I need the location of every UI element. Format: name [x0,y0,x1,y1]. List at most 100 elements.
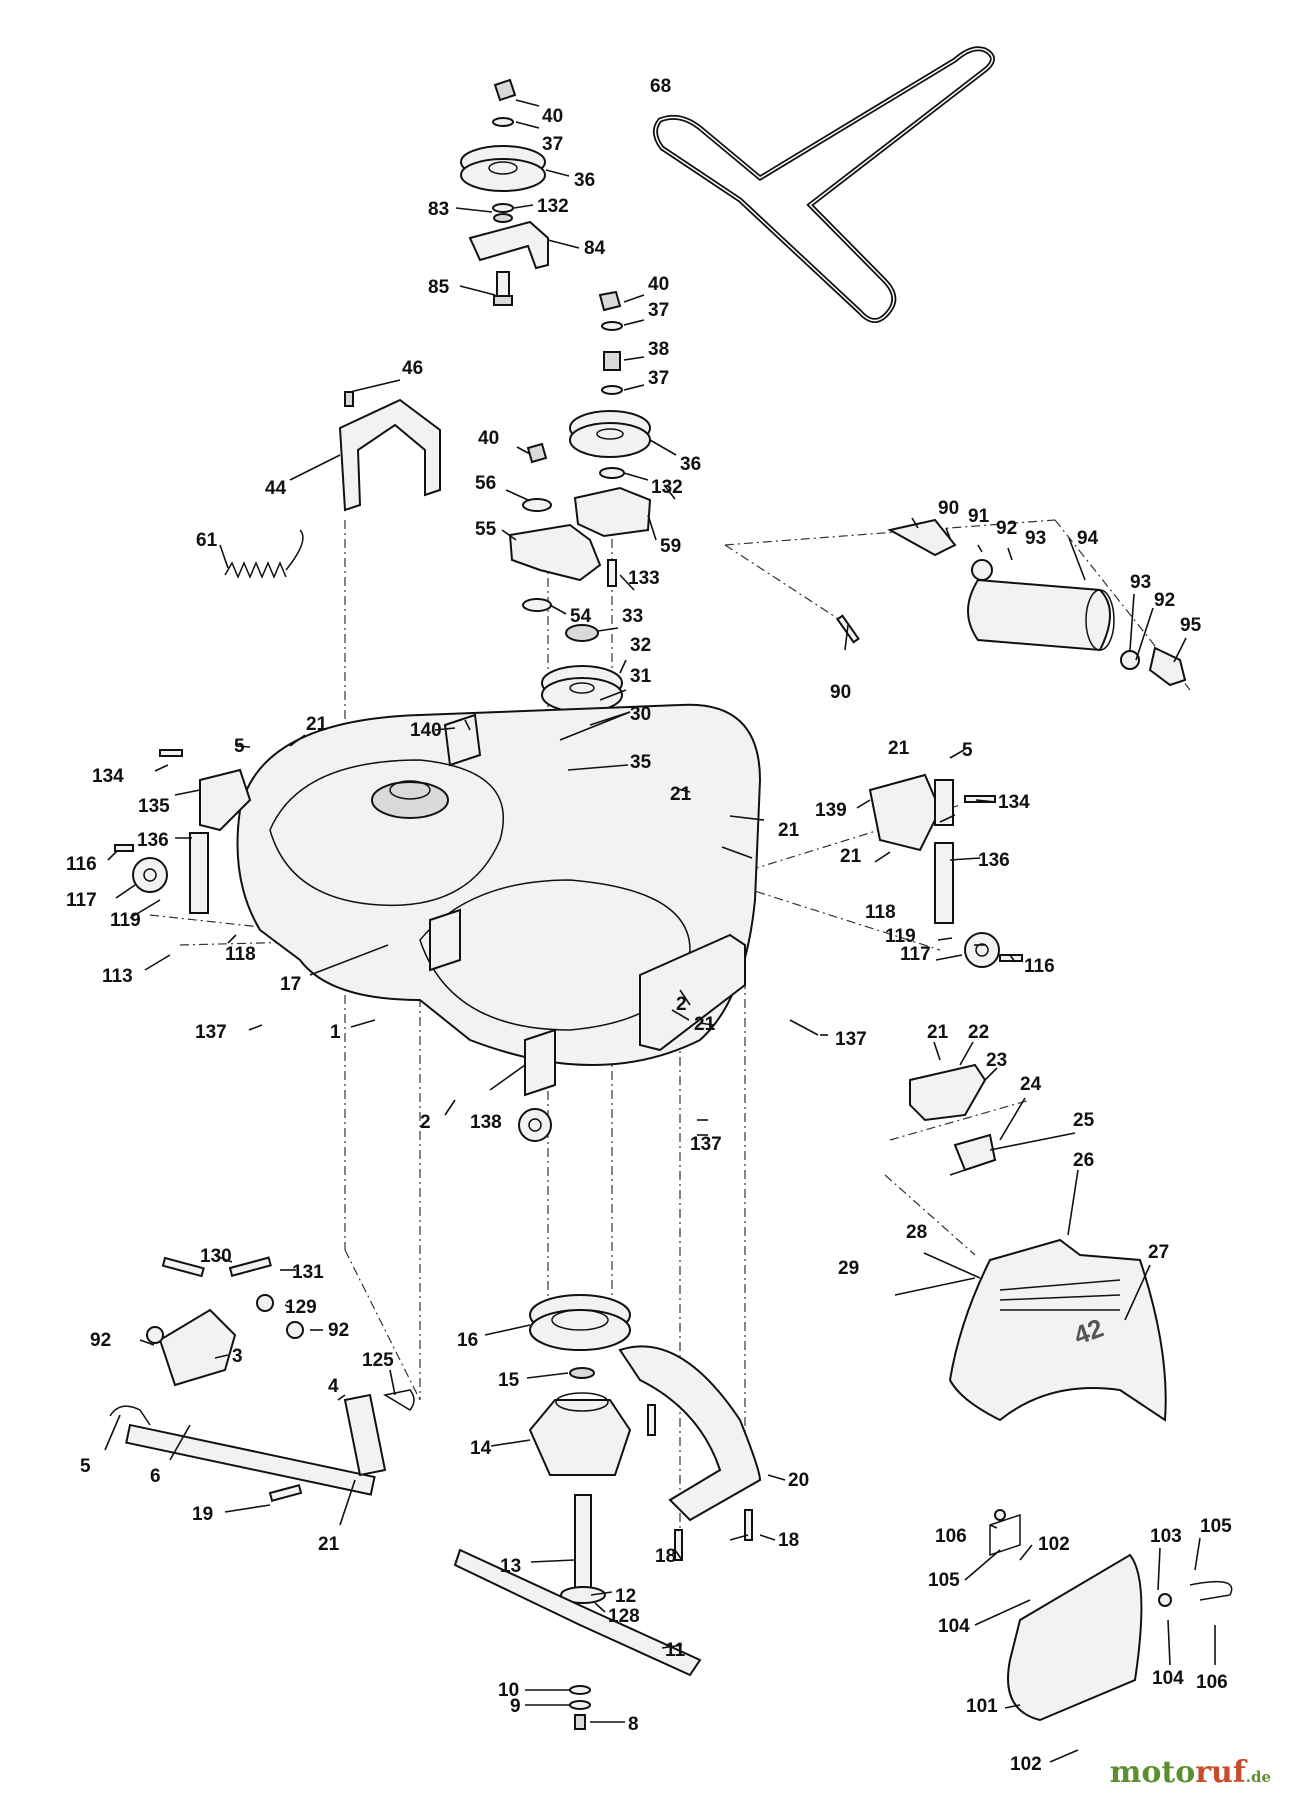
label-16: 16 [457,1330,478,1351]
label-40-mid: 40 [648,274,669,295]
label-23: 23 [986,1050,1007,1071]
label-92-bottom: 92 [1154,590,1175,611]
label-139: 139 [815,800,847,821]
label-21-deck: 21 [670,784,692,805]
lift-linkage [109,1256,415,1502]
label-119-left: 119 [110,910,141,931]
label-36-top: 36 [574,170,595,191]
spring-61 [224,529,304,579]
label-32: 32 [630,635,651,656]
label-133: 133 [628,568,660,589]
label-125: 125 [362,1350,394,1371]
drive-pulley-assembly [541,624,625,797]
label-104-right: 104 [1152,1668,1184,1689]
label-117-right: 117 [900,944,931,965]
label-2-left: 2 [420,1112,431,1133]
label-103: 103 [1150,1526,1182,1547]
label-35: 35 [630,752,652,773]
label-138: 138 [470,1112,502,1133]
mower-deck [236,703,762,1142]
label-17: 17 [280,974,301,995]
label-130: 130 [200,1246,232,1267]
label-116-left: 116 [66,854,97,875]
label-90-bottom: 90 [830,682,851,703]
label-46: 46 [402,358,423,379]
label-21-right-top: 21 [888,738,910,759]
label-59: 59 [660,536,681,557]
label-104-left: 104 [938,1616,970,1637]
label-136-right: 136 [978,850,1010,871]
idler-bracket-assembly [508,442,602,612]
label-117-left: 117 [66,890,97,911]
right-wheel-bracket [868,773,1023,968]
label-1: 1 [330,1022,341,1043]
watermark-name-a: moto [1109,1755,1196,1790]
label-24: 24 [1020,1074,1042,1095]
watermark-name-b: ruf [1195,1755,1246,1790]
label-137-left: 137 [195,1022,227,1043]
label-21-chute: 21 [927,1022,949,1043]
label-93-bottom: 93 [1130,572,1151,593]
label-18-right: 18 [778,1530,799,1551]
label-131: 131 [292,1262,324,1283]
label-40-top: 40 [542,106,563,127]
label-56: 56 [475,473,496,494]
label-105-left: 105 [928,1570,960,1591]
label-8: 8 [628,1714,639,1735]
label-134-right: 134 [998,792,1030,813]
label-135: 135 [138,796,170,817]
label-28: 28 [906,1222,927,1243]
belt-shield [338,391,441,512]
label-10: 10 [498,1680,519,1701]
label-116-right: 116 [1024,956,1055,977]
label-9: 9 [510,1696,521,1717]
label-21-deck2: 21 [778,820,800,841]
label-113: 113 [102,966,133,987]
label-128: 128 [608,1606,640,1627]
label-22: 22 [968,1022,989,1043]
label-4: 4 [328,1376,339,1397]
label-26: 26 [1073,1150,1094,1171]
label-102-top: 102 [1038,1534,1070,1555]
label-68: 68 [650,76,671,97]
center-idler-assembly [569,290,652,587]
label-92-top: 92 [996,518,1017,539]
label-132-mid: 132 [651,477,683,498]
leader-lines [104,99,1216,1763]
label-83: 83 [428,199,449,220]
mower-belt [653,46,995,323]
label-27: 27 [1148,1242,1169,1263]
label-20: 20 [788,1470,809,1491]
label-31: 31 [630,666,652,687]
blade-assembly [453,1294,702,1730]
label-95: 95 [1180,615,1202,636]
label-15: 15 [498,1370,520,1391]
label-5-right: 5 [962,740,973,761]
label-90-top: 90 [938,498,959,519]
label-38: 38 [648,339,669,360]
label-136-left: 136 [137,830,169,851]
label-18-left: 18 [655,1546,676,1567]
label-5-left: 5 [234,736,245,757]
top-idler-assembly [460,78,549,306]
baffle [618,1345,762,1561]
label-132-top: 132 [537,196,569,217]
label-106-top: 106 [935,1526,967,1547]
label-44: 44 [265,478,287,499]
label-37-mid: 37 [648,300,669,321]
watermark-logo: motoruf.de [1110,1755,1271,1790]
label-118-left: 118 [225,944,256,965]
label-94: 94 [1077,528,1099,549]
mulch-plug [989,1509,1233,1722]
label-37-lower: 37 [648,368,669,389]
label-91: 91 [968,506,990,527]
label-61: 61 [196,530,218,551]
discharge-chute [894,1063,1167,1422]
watermark-suffix: .de [1245,1768,1271,1786]
left-wheel-bracket [114,749,252,914]
label-21-right: 21 [840,846,862,867]
label-14: 14 [470,1438,492,1459]
label-37-top: 37 [542,134,563,155]
label-102-bottom: 102 [1010,1754,1042,1775]
